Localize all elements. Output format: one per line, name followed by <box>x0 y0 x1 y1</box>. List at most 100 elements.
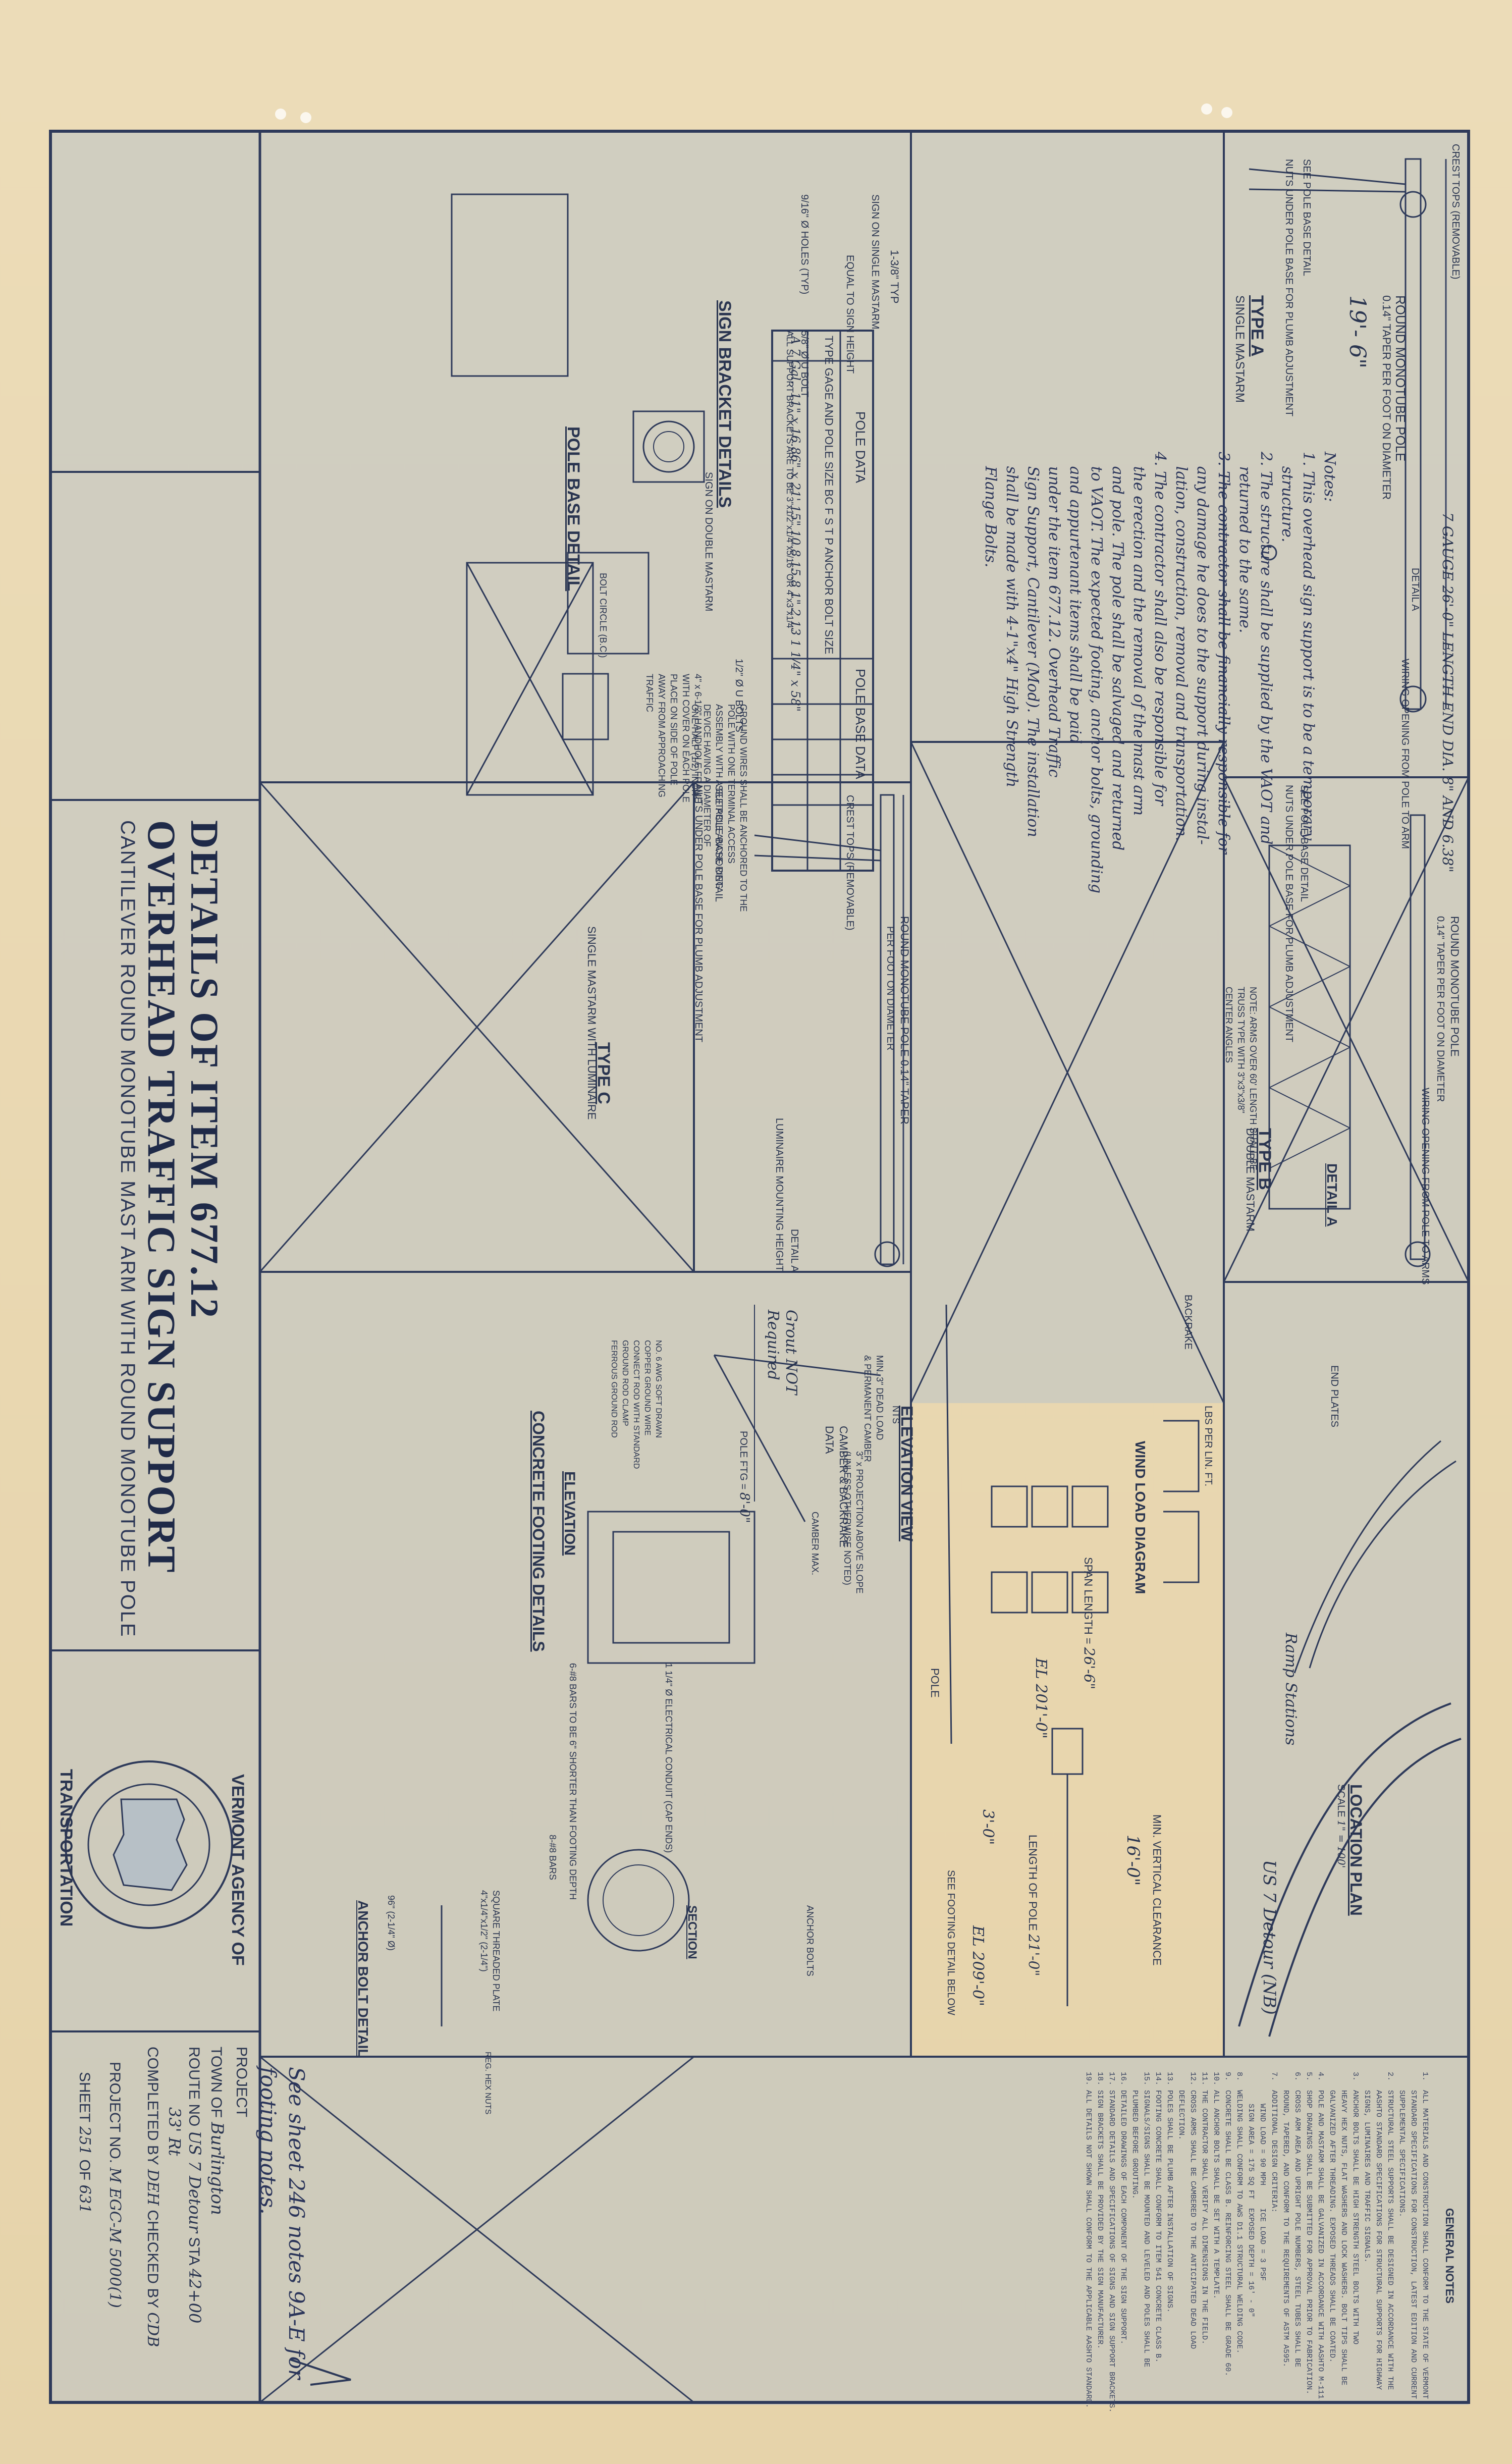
general-notes-heading: GENERAL NOTES <box>1443 2208 1456 2304</box>
footing-offset: 3'-0" <box>979 1809 997 1845</box>
conduit-note: 1 1/4" Ø ELECTRICAL CONDUIT (CAP ENDS) <box>664 1663 674 1853</box>
type-c-luminaire: LUMINAIRE MOUNTING HEIGHT <box>774 1118 785 1272</box>
offset-value: 33' Rt <box>165 2107 184 2156</box>
type-a-subheading: SINGLE MASTARM <box>1233 295 1247 403</box>
span-length: SPAN LENGTH = 26'-6" <box>1081 1557 1098 1690</box>
elevation-heading: ELEVATION VIEW <box>898 1406 916 1542</box>
type-c-subheading: SINGLE MASTARM WITH LUMINAIRE <box>585 926 598 1120</box>
town-field: TOWN OF Burlington <box>207 2047 227 2216</box>
project-label: PROJECT <box>233 2047 250 2118</box>
handhole-note: 4" x 6-1/2" HANDHOLE FRAME WITH COVER ON… <box>644 674 703 803</box>
bracket-holes: 9/16" Ø HOLES (TYP) <box>799 194 810 295</box>
type-c-mast-label: ROUND MONOTUBE POLE 0.14" TAPER <box>898 916 911 1124</box>
type-c-taper: PER FOOT ON DIAMETER <box>885 926 896 1051</box>
bolt-circle: BOLT CIRCLE (B.C.) <box>598 573 608 658</box>
bracket-single: SIGN ON SINGLE MASTARM <box>870 194 881 330</box>
elevation-view-drawing <box>945 1304 1200 2006</box>
backrake-label: BACKRAKE <box>1182 1295 1194 1350</box>
type-a-wiring: WIRING OPENING FROM POLE TO ARM <box>1399 659 1411 849</box>
type-b-see-pole: SEE POLE BASE DETAIL <box>1299 785 1310 902</box>
pole-base-heading: POLE BASE DETAIL <box>564 426 583 592</box>
type-b-taper: 0.14" TAPER PER FOOT ON DIAMETER <box>1435 916 1446 1102</box>
type-b-nuts: NUTS UNDER POLE BASE FOR PLUMB ADJUSTMEN… <box>1283 785 1294 1043</box>
us7-detour: US 7 Detour (NB) <box>1259 1860 1279 2015</box>
elevation-label: ELEVATION <box>561 1471 578 1556</box>
elevation-nts: NTS <box>891 1406 901 1424</box>
pole-base-data-heading: POLE BASE DATA <box>853 669 868 779</box>
grout-note: Grout NOT Required <box>764 1310 800 1395</box>
hex-nuts: REG. HEX NUTS <box>483 2052 492 2115</box>
bars-note: 6-#8 BARS TO BE 6" SHORTER THAN FOOTING … <box>568 1663 578 1900</box>
vermont-agency-seal <box>65 1760 233 1929</box>
type-a-detail-a: DETAIL A <box>1410 568 1421 611</box>
panel-bg <box>694 782 911 1272</box>
pole-data-columns: TYPE GAGE AND POLE SIZE BC F S T P ANCHO… <box>823 336 835 655</box>
elevation-201: EL 201'-0" <box>1032 1658 1050 1739</box>
location-plan-heading: LOCATION PLAN <box>1347 1784 1365 1916</box>
type-b-note: NOTE: ARMS OVER 60' LENGTH SHALL BE TRUS… <box>1224 987 1258 1170</box>
title-line-2: OVERHEAD TRAFFIC SIGN SUPPORT <box>140 820 184 1574</box>
type-c-drawing <box>754 794 904 1267</box>
type-a-arm-length: 19'- 6" <box>1344 295 1370 369</box>
title-subtitle: CANTILEVER ROUND MONOTUBE MAST ARM WITH … <box>117 820 139 1638</box>
seal-text-top: VERMONT AGENCY OF <box>228 1774 247 1966</box>
panel-bg <box>260 1272 911 2057</box>
project-no-field: PROJECT NO. M EGC-M 5000(1) <box>106 2062 124 2308</box>
void-x <box>910 741 1225 1404</box>
type-a-crest-tops: CREST TOPS (REMOVABLE) <box>1450 144 1461 280</box>
concrete-footing-drawing <box>441 1511 755 2026</box>
bracket-typ: 1-3/8" TYP <box>888 250 901 304</box>
punch-hole <box>1221 107 1232 118</box>
type-c-detail-a: DETAIL A <box>789 1229 800 1272</box>
ramp-stations: Ramp Stations <box>1282 1633 1300 1746</box>
bracket-equal: EQUAL TO SIGN HEIGHT <box>844 255 855 374</box>
type-b-drawing <box>1268 814 1431 1267</box>
anchor-bolt-dims: SQUARE THREADED PLATE 4"x1/4"x1/2" (2-1/… <box>479 1890 501 2012</box>
camber-drawing <box>713 1305 881 1522</box>
panel-bg <box>260 2057 1469 2405</box>
length-of-pole: LENGTH OF POLE 21'-0" <box>1025 1835 1042 1976</box>
section-label: SECTION <box>685 1905 699 1959</box>
panel-bg <box>1224 1282 1469 2057</box>
panel-bg <box>260 131 911 782</box>
type-c-nuts: NUTS UNDER POLE BASE FOR PLUMB ADJUSTMEN… <box>693 785 704 1043</box>
seal-text-bottom: TRANSPORTATION <box>57 1769 76 1927</box>
type-a-taper: 0.14" TAPER PER FOOT ON DIAMETER <box>1380 295 1393 500</box>
title-line-1: DETAILS OF ITEM 677.12 <box>183 820 227 1320</box>
type-c-see-pole: SEE POLE BASE DETAIL <box>713 785 724 902</box>
type-a-mast-label: ROUND MONOTUBE POLE <box>1393 295 1408 462</box>
anchor-bolt-length: 96" (2-1/4" Ø) <box>386 1895 396 1951</box>
void-x <box>1223 777 1470 1282</box>
void-x <box>259 2056 694 2403</box>
pole-base-detail-drawing <box>562 410 705 740</box>
pole-data-heading: POLE DATA <box>853 411 868 484</box>
sign-bracket-drawing <box>451 193 594 796</box>
pole-label: POLE <box>929 1668 941 1698</box>
panel-bg <box>50 131 260 2402</box>
drawing-canvas <box>49 130 1470 2405</box>
type-b-mast-label: ROUND MONOTUBE POLE <box>1448 916 1461 1057</box>
route-field: ROUTE NO US 7 Detour STA 42+00 <box>185 2047 204 2324</box>
see-sheet-note: See sheet 246 notes 9A-E for footing not… <box>256 2067 309 2380</box>
sheet-field: SHEET 251 OF 631 <box>76 2072 93 2214</box>
bars-8: 8-#8 BARS <box>548 1835 558 1881</box>
drawing-frame: DETAILS OF ITEM 677.12 OVERHEAD TRAFFIC … <box>48 129 1471 2413</box>
copper-wire-note: NO. 6 AWG SOFT DRAWN COPPER GROUND WIRE … <box>610 1340 663 1469</box>
footing-pole: POLE FTG = 8'-0" <box>737 1431 752 1523</box>
pole-data-row: A 7 Gal., 11" x 16.86" x 21' 15" 10.8 15… <box>788 336 802 712</box>
type-b-wiring: WIRING OPENING FROM POLE TO ARMS <box>1420 1088 1431 1285</box>
detail-a-heading: DETAIL A <box>1324 1163 1340 1227</box>
punch-hole <box>300 112 311 123</box>
location-scale: SCALE 1" = 100' <box>1335 1784 1347 1868</box>
type-a-see-pole: SEE POLE BASE DETAIL <box>1301 159 1312 276</box>
wind-load-heading: WIND LOAD DIAGRAM <box>1132 1441 1148 1594</box>
end-plates: END PLATES <box>1329 1365 1340 1427</box>
bracket-double: SIGN ON DOUBLE MASTARM <box>703 472 714 612</box>
panel-bg <box>1224 131 1469 777</box>
completed-field: COMPLETED BY DEH CHECKED BY CDB <box>144 2047 161 2347</box>
bracket-heading: SIGN BRACKET DETAILS <box>715 300 734 508</box>
camber-label: CAMBER & BACKRAKE DATA <box>823 1426 850 1547</box>
elevation-209: EL 209'-0" <box>969 1925 987 2006</box>
footing-heading: CONCRETE FOOTING DETAILS <box>529 1411 548 1652</box>
